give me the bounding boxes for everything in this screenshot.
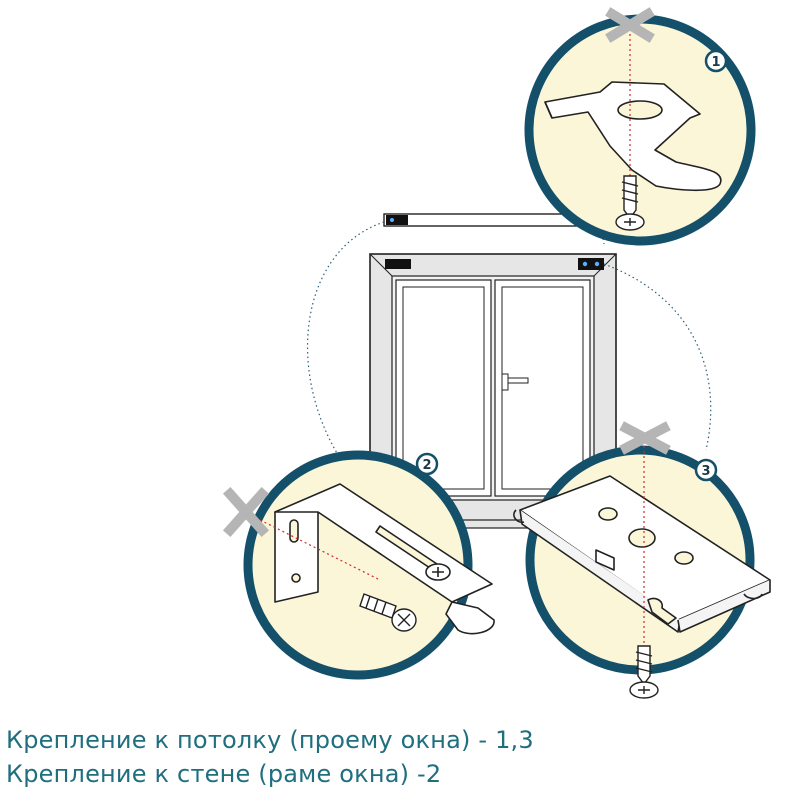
badge-1-label: 1 (711, 55, 720, 70)
bracket-icon (544, 81, 722, 192)
indicator-light (390, 218, 394, 222)
window-handle (501, 373, 509, 391)
caption-wall-mount: Крепление к стене (раме окна) -2 (6, 760, 442, 788)
screw-icon (359, 593, 417, 632)
caption-ceiling-mount: Крепление к потолку (проему окна) - 1,3 (6, 726, 534, 754)
badge-2-label: 2 (422, 458, 431, 473)
screw-icon (629, 645, 659, 699)
guide-line-2 (259, 519, 381, 581)
detail-circle-1: 1 (524, 7, 756, 246)
badge-3 (694, 458, 718, 482)
badge-3-label: 3 (701, 464, 710, 479)
frame-bracket-marker-right (578, 258, 604, 270)
ceiling-bracket-marker (386, 215, 408, 225)
cross-mark-icon (619, 421, 671, 455)
detail-circle-2: 2 (222, 450, 495, 680)
frame-bracket-marker-left (385, 259, 411, 269)
bracket-icon (274, 483, 495, 635)
badge-1 (704, 49, 728, 73)
screw-icon (615, 175, 645, 231)
bracket-icon (513, 475, 771, 633)
badge-2 (415, 452, 439, 476)
cross-mark-icon (605, 7, 655, 43)
detail-circle-3: 3 (513, 421, 771, 699)
cross-mark-icon (222, 486, 270, 538)
window-icon (359, 213, 627, 529)
